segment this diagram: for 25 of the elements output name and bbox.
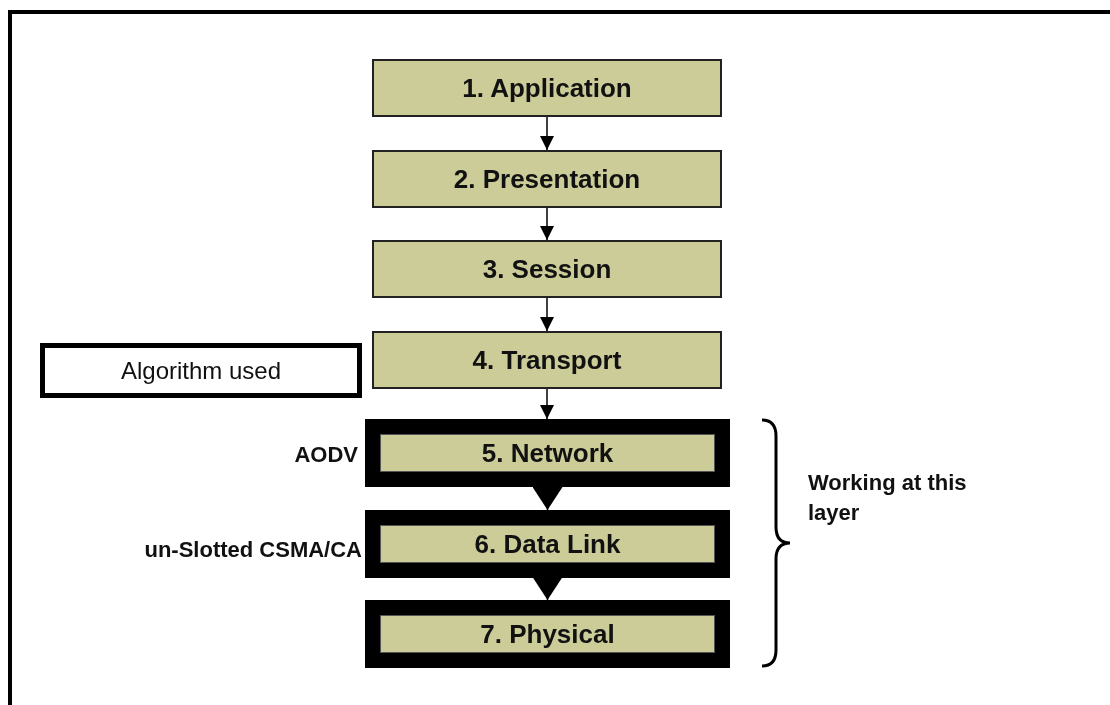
layer-name: Algorithm used <box>120 356 282 385</box>
layer-box <box>372 331 722 389</box>
annotation-text: Working at this layer <box>808 469 968 527</box>
layer-box <box>372 150 722 208</box>
arrow <box>540 116 554 151</box>
layer-box <box>372 240 722 298</box>
arrow <box>540 388 554 420</box>
arrow <box>540 297 554 332</box>
highlighted-layer-box <box>365 419 730 487</box>
protocol-label: un-Slotted CSMA/CA <box>143 536 362 564</box>
arrow <box>532 486 563 511</box>
highlighted-layer-box <box>365 600 730 668</box>
layer-name: 2. Presentation <box>453 163 641 195</box>
legend-box <box>40 343 362 398</box>
layer-box <box>372 59 722 117</box>
layer-name: 3. Session <box>482 253 612 285</box>
arrow <box>540 207 554 241</box>
arrow <box>532 577 563 601</box>
layer-name: 7. Physical <box>480 618 615 650</box>
layer-name: 5. Network <box>481 437 614 469</box>
protocol-label: AODV <box>293 441 358 469</box>
layer-name: 1. Application <box>462 72 632 104</box>
layer-name: 6. Data Link <box>474 528 621 560</box>
layer-name: 4. Transport <box>472 344 622 376</box>
highlighted-layer-box <box>365 510 730 578</box>
